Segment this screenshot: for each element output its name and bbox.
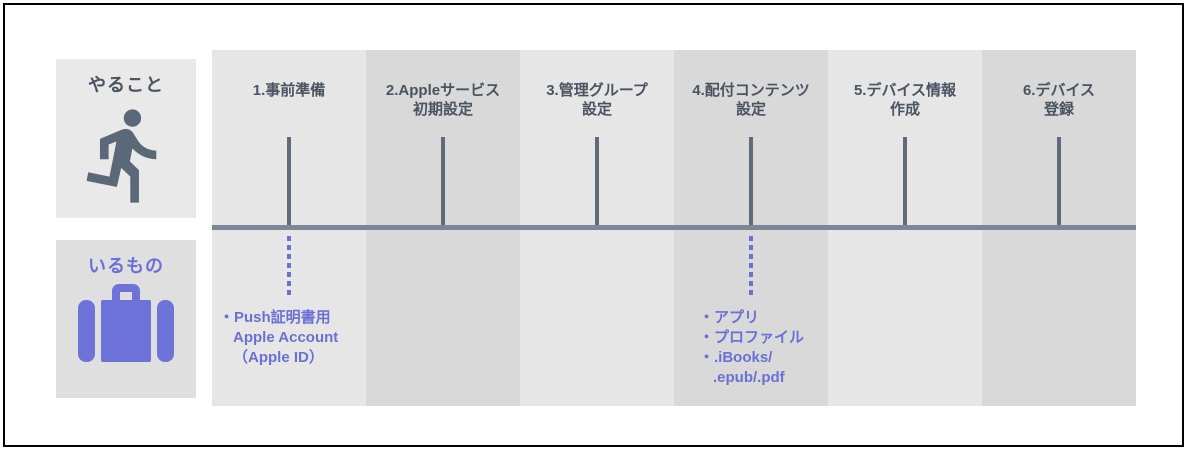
timeline-bar — [212, 225, 1136, 230]
requirement-line: ・プロファイル — [699, 329, 805, 346]
step-header-2: 2.Appleサービス 初期設定 — [385, 82, 501, 118]
requirement-line: .epub/.pdf — [713, 369, 785, 386]
step4-dotted-connector — [749, 236, 753, 299]
diagram-frame: やること いるもの 1.事前準備 ・Push証明書用 Apple A — [3, 3, 1184, 447]
step-header-6: 6.デバイス 登録 — [1022, 82, 1096, 118]
requirement-line: ・アプリ — [699, 309, 760, 326]
step-tick-1 — [287, 137, 291, 227]
requirement-line: ・Push証明書用 — [219, 309, 331, 326]
requirement-line: ・.iBooks/ — [699, 349, 773, 366]
needs-label: いるもの — [88, 256, 164, 276]
step-tick-5 — [903, 137, 907, 227]
step-header-4: 4.配付コンテンツ 設定 — [692, 82, 810, 118]
step-header-5: 5.デバイス情報 作成 — [853, 82, 957, 118]
requirement-line: （Apple ID） — [233, 349, 324, 366]
briefcase-icon — [78, 284, 174, 362]
step-tick-2 — [441, 137, 445, 227]
step-header-1: 1.事前準備 — [252, 82, 326, 99]
step-header-3: 3.管理グループ 設定 — [546, 82, 648, 118]
step-tick-3 — [595, 137, 599, 227]
running-person-icon — [86, 109, 157, 203]
requirement-line: Apple Account — [233, 329, 339, 346]
step-tick-6 — [1057, 137, 1061, 227]
step-tick-4 — [749, 137, 753, 227]
todo-label: やること — [88, 75, 164, 95]
step1-dotted-connector — [287, 236, 291, 299]
sidebar-needs-box: いるもの — [56, 240, 196, 398]
step1-requirements: ・Push証明書用 Apple Account （Apple ID） — [219, 308, 338, 368]
sidebar-todo-box: やること — [56, 59, 196, 218]
step4-requirements: ・アプリ ・プロファイル ・.iBooks/ .epub/.pdf — [699, 308, 804, 388]
timeline-area: 1.事前準備 ・Push証明書用 Apple Account （Apple ID… — [212, 50, 1136, 406]
